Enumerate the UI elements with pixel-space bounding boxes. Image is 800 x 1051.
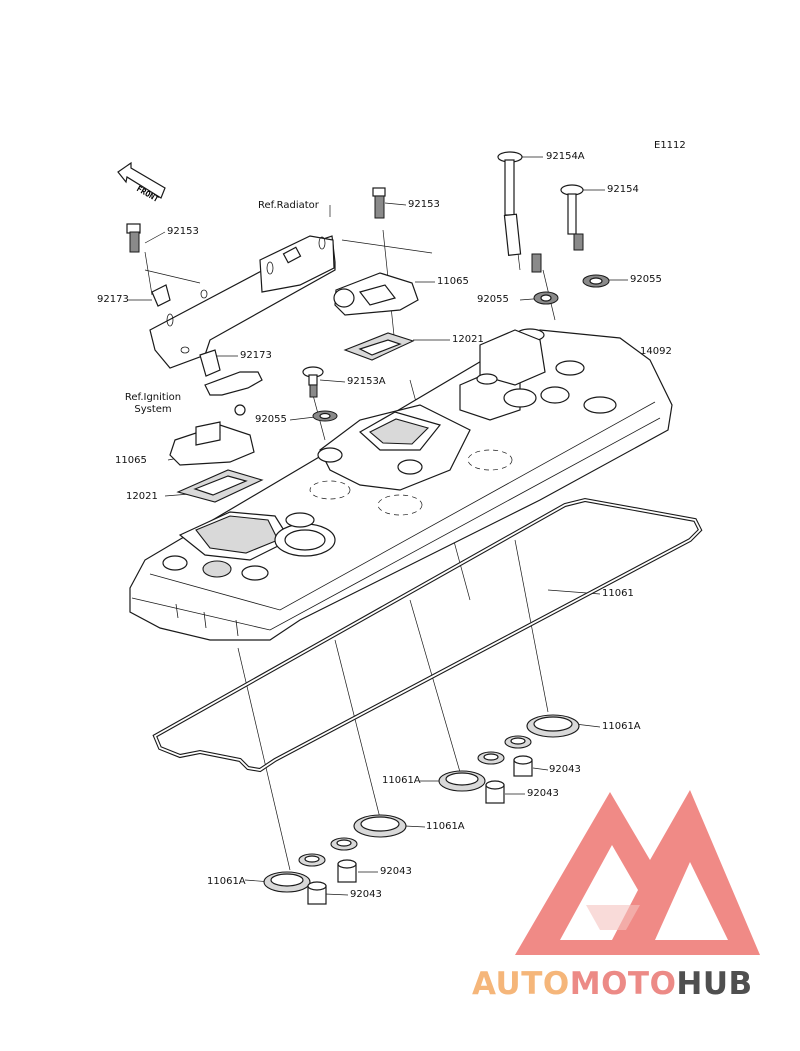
- automotohub-logo-icon: [515, 790, 760, 955]
- label-11061A-right: 11061A: [602, 721, 641, 732]
- cylinder-head-cover: [129, 328, 673, 641]
- label-92043-left-1: 92043: [380, 866, 412, 877]
- plug-seal-11061A-left: [263, 871, 311, 893]
- clamp-92173-left: [151, 284, 171, 307]
- radiator-bracket: [149, 235, 336, 369]
- label-92153A: 92153A: [347, 376, 386, 387]
- washer-92055-mid: [533, 291, 559, 305]
- label-11061: 11061: [602, 588, 634, 599]
- label-92043-left-2: 92043: [350, 889, 382, 900]
- collar-92043-right-1: [513, 755, 533, 777]
- water-outlet-11065-right: [333, 272, 419, 316]
- label-92055-right: 92055: [630, 274, 662, 285]
- ref-ignition-line1: Ref.Ignition: [124, 392, 182, 403]
- clamp-92173-mid: [199, 349, 221, 377]
- collar-92043-left-1: [337, 859, 357, 883]
- bolt-92153-top: [372, 187, 386, 219]
- label-11065-right: 11065: [437, 276, 469, 287]
- label-92173-mid: 92173: [240, 350, 272, 361]
- ref-radiator-label: Ref.Radiator: [258, 200, 319, 211]
- water-outlet-11065-left: [169, 404, 255, 466]
- label-11065-left: 11065: [115, 455, 147, 466]
- figure-code: E1112: [654, 140, 686, 151]
- label-12021-left: 12021: [126, 491, 158, 502]
- ignition-bracket: [204, 371, 263, 396]
- watermark-auto: AUTO: [472, 966, 570, 1002]
- label-92043-right-1: 92043: [549, 764, 581, 775]
- cover-gasket: [152, 497, 703, 773]
- washer-92055-left: [312, 410, 338, 422]
- collar-92043-right-2: [485, 780, 505, 804]
- bolt-92154: [560, 184, 584, 251]
- label-92173-left: 92173: [97, 294, 129, 305]
- label-11061A-left: 11061A: [207, 876, 246, 887]
- bolt-92154A: [497, 151, 542, 273]
- collar-92043-left-2: [307, 881, 327, 905]
- washer-92055-right: [582, 274, 610, 288]
- ref-ignition-line2: System: [134, 404, 172, 415]
- label-11061A-mid: 11061A: [382, 775, 421, 786]
- plug-seal-11061A-mid: [438, 770, 486, 792]
- ref-ignition-label: Ref.Ignition System: [113, 392, 193, 416]
- label-12021-right: 12021: [452, 334, 484, 345]
- label-92153-left: 92153: [167, 226, 199, 237]
- plug-seal-11061A-center: [298, 814, 407, 867]
- bolt-92153-left: [126, 223, 141, 253]
- label-11061A-center: 11061A: [426, 821, 465, 832]
- label-92154A: 92154A: [546, 151, 585, 162]
- automotohub-watermark: AUTOMOTOHUB: [472, 966, 753, 1002]
- bolt-92153A: [302, 366, 324, 398]
- label-92055-mid: 92055: [477, 294, 509, 305]
- gasket-12021-right: [343, 332, 415, 361]
- watermark-hub: HUB: [676, 966, 753, 1002]
- watermark-moto: MOTO: [569, 966, 677, 1002]
- label-92055-left: 92055: [255, 414, 287, 425]
- label-92154: 92154: [607, 184, 639, 195]
- label-92043-right-2: 92043: [527, 788, 559, 799]
- gasket-12021-left: [176, 469, 264, 503]
- plug-seal-11061A-right: [477, 714, 580, 765]
- label-92153-top: 92153: [408, 199, 440, 210]
- front-arrow-icon: FRONT: [117, 161, 166, 204]
- label-14092: 14092: [640, 346, 672, 357]
